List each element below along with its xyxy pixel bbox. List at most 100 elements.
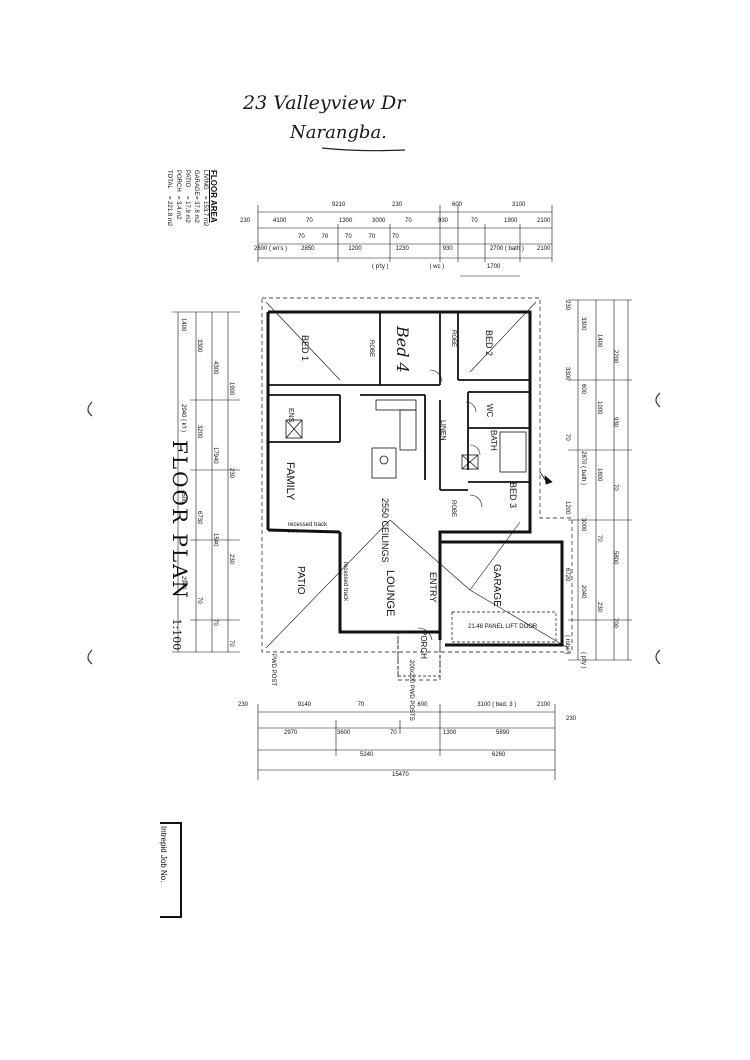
right-dimension-label: 230 (596, 601, 602, 612)
left-dimension-label: 17940 (212, 446, 218, 464)
room-bed-1: BED 1 (300, 335, 310, 362)
top-dimension-label: ( p'ty ) (372, 264, 389, 270)
posts-note: 200x200 PWD POSTS (408, 660, 414, 721)
right-dimension-label: 930 (612, 417, 618, 428)
job-number-box (160, 822, 182, 918)
top-dimension-label: 70 (298, 234, 305, 240)
right-dimension-label: 3000 (580, 517, 586, 532)
hole-punch-mark (87, 401, 93, 417)
room-patio: PATIO (295, 566, 306, 595)
bottom-dimension-label: 70 (357, 702, 365, 708)
top-dimension-lines (257, 205, 553, 277)
room-bed-4-handwritten: Bed 4 (393, 326, 412, 373)
address-line-1: 23 Valleyview Dr (243, 92, 406, 114)
hole-punch-mark (87, 649, 93, 665)
roof-hip-lines (265, 301, 569, 649)
room-bed-2: BED 2 (484, 330, 494, 357)
left-dimension-label: 70 (228, 640, 234, 647)
right-dimension-label: 1800 (596, 467, 602, 481)
address-line-2: Narangba. (290, 122, 387, 143)
garage-panel-door (451, 611, 557, 643)
top-dimension-label: 2600 ( en's ) (254, 246, 288, 252)
left-dimension-label: 70 (212, 618, 218, 626)
bottom-dimension-label: 2100 (537, 702, 551, 708)
right-dimension-label: 70 (612, 484, 618, 492)
room-entry: ENTRY (428, 572, 438, 603)
room-bath: BATH (489, 430, 498, 451)
room-robe-2: ROBE (450, 330, 456, 348)
top-dimension-label: 4100 (273, 218, 287, 224)
north-arrow (539, 471, 553, 485)
ceiling-note: 2550 CEILINGS (380, 498, 390, 563)
bottom-dimension-label: 230 (238, 702, 249, 708)
left-dimension-label: 1540 (212, 532, 218, 547)
top-dimension-label: 70 (345, 234, 352, 240)
top-dimension-label: 2100 (537, 218, 551, 224)
bottom-dimension-label: 5240 (360, 752, 374, 758)
right-dimension-label: 5800 (612, 551, 618, 565)
bottom-dimension-label: 9140 (297, 702, 312, 708)
left-dimension-label: 3300 (196, 339, 202, 353)
left-dimension-label: 3200 (196, 425, 202, 439)
left-dimension-lines (172, 311, 240, 653)
top-dimension-label: 70 (471, 218, 478, 224)
top-dimension-label: 1230 (395, 246, 409, 252)
room-linen: LINEN (439, 420, 446, 441)
right-dimension-label: 1400 (596, 333, 602, 347)
right-dimension-label: 1200 (564, 501, 570, 515)
top-dimension-label: 930 (442, 246, 453, 252)
hole-punch-mark (655, 649, 661, 665)
right-dimension-label: 3300 (580, 316, 586, 331)
address-underline (321, 147, 406, 152)
bottom-dimension-label: 70 (390, 730, 397, 736)
top-dimension-label: 230 (240, 218, 251, 224)
bottom-dimension-lines (257, 704, 556, 780)
top-dimension-label: 3100 (512, 202, 526, 208)
kitchen-benches (371, 399, 417, 479)
right-dimension-label: 2040 (580, 584, 586, 599)
room-robe-1: ROBE (368, 340, 374, 358)
top-dimension-label: 70 (368, 234, 376, 240)
right-dimension-label: 700 (612, 618, 618, 629)
top-dimension-label: 70 (306, 218, 313, 224)
right-dimension-label: 1000 (596, 400, 602, 414)
right-dimension-label: 70 (564, 434, 570, 441)
top-dimension-label: 2100 (537, 246, 551, 252)
top-dimension-label: 1200 (348, 246, 362, 252)
hole-punch-mark (655, 392, 661, 408)
top-dimension-label: 9210 (332, 202, 346, 208)
bottom-dimension-label: 2970 (284, 730, 298, 736)
right-dimension-label: 6720 (564, 568, 570, 582)
top-dimension-label: 1700 (487, 264, 501, 270)
bottom-dimension-label: 1300 (443, 730, 457, 736)
garage-door-note: 21.48 PANEL LIFT DOOR (468, 624, 538, 630)
room-wc: WC (485, 404, 494, 418)
left-dimension-label: 4300 (212, 360, 218, 375)
top-dimension-label: 70 (321, 234, 329, 240)
door-swings (417, 369, 483, 641)
top-dimension-label: 1900 (504, 218, 518, 224)
room-porch: PORCH (419, 630, 428, 659)
right-dimension-label: 70 (596, 534, 602, 542)
left-dimension-label: 70 (196, 597, 202, 604)
bottom-dimension-label: 600 (417, 702, 428, 708)
room-ens: ENS (287, 408, 294, 423)
room-bed-3: BED 3 (508, 482, 518, 509)
porch-area (397, 631, 441, 677)
bottom-dimension-label: 3100 ( bed. 3 ) (477, 702, 517, 708)
top-dimension-label: ( wc ) (429, 264, 445, 270)
external-walls (266, 310, 564, 647)
bottom-dimension-label: 3600 (337, 730, 351, 736)
right-dimension-label: 3300 (564, 367, 570, 381)
right-dimension-label: 600 (580, 383, 586, 394)
top-dimension-label: 70 (392, 234, 399, 240)
bottom-dimension-label: 230 (566, 716, 577, 722)
left-dimension-label: 1900 (228, 382, 234, 396)
top-dimension-label: 3000 (372, 218, 386, 224)
right-dimension-label: 230 (564, 300, 570, 311)
right-dimension-lines (568, 299, 632, 661)
room-garage: GARAGE (491, 564, 502, 607)
recessed-track-note-2: recessed track (342, 562, 348, 602)
